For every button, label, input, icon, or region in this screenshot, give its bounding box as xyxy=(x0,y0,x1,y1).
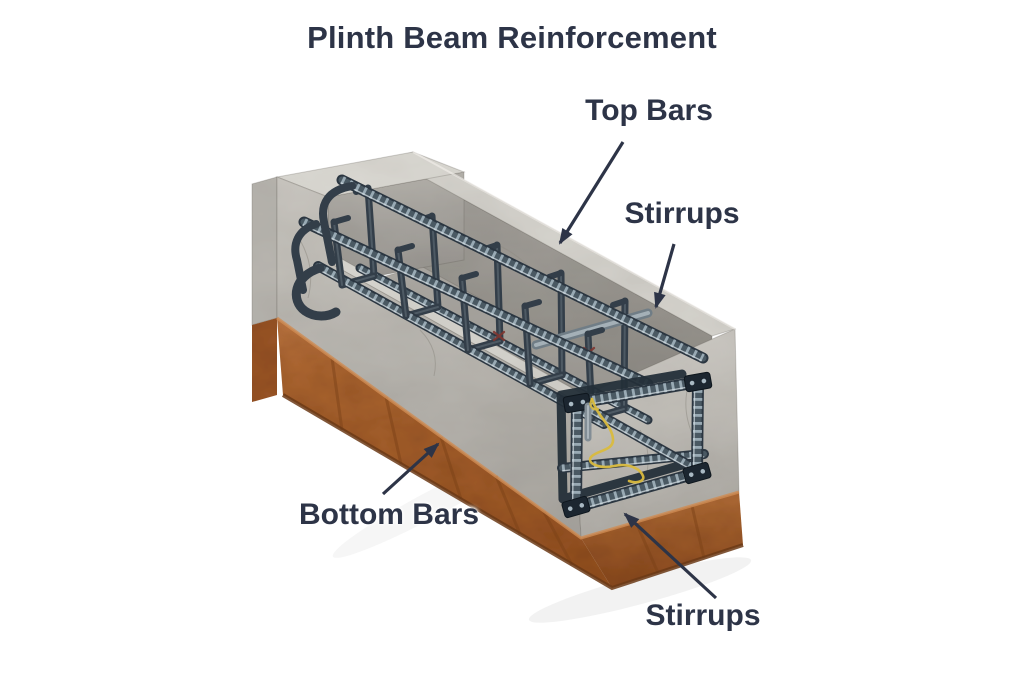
left-hook-bend xyxy=(319,182,356,266)
end-frame-top-bar xyxy=(577,384,699,408)
end-frame-left-leg xyxy=(571,402,582,508)
left-hook-bend xyxy=(291,220,320,294)
tie-wire xyxy=(588,397,645,484)
label-stirrups-lower: Stirrups xyxy=(645,599,761,632)
arrow-stirrups-lower xyxy=(623,512,718,600)
stirrup-far-leg xyxy=(367,187,375,277)
top-bar-near xyxy=(300,218,652,388)
bottom-bar-near xyxy=(316,267,603,428)
end-frame-bottom-bar xyxy=(576,475,699,511)
arrow-top-bars xyxy=(558,141,625,245)
bolt-dot xyxy=(568,401,574,407)
stirrup-corner-plate xyxy=(682,461,712,485)
label-bottom-bars: Bottom Bars xyxy=(298,498,480,531)
stirrup-near-leg xyxy=(524,305,531,385)
label-stirrups-upper: Stirrups xyxy=(624,197,740,230)
stirrup-corner-plate xyxy=(562,392,592,414)
brick-end-face xyxy=(581,492,743,588)
stirrup-far-leg xyxy=(431,215,439,308)
stirrup-hook xyxy=(610,298,628,308)
callout-arrows xyxy=(381,141,718,600)
bolt-dot xyxy=(579,503,585,508)
end-frame-left-leg xyxy=(571,402,575,507)
stirrup-hook xyxy=(585,327,605,337)
brick-base xyxy=(252,318,743,588)
top-bar-far xyxy=(340,182,702,362)
end-frame-right-leg xyxy=(692,381,696,473)
stirrup-corner-plate xyxy=(683,371,713,393)
end-frame-top-bar xyxy=(573,378,702,407)
bottom-bar-near xyxy=(316,262,606,428)
stirrup-hook xyxy=(459,271,479,281)
stirrup-hook xyxy=(395,243,415,253)
ground-shadow xyxy=(528,557,752,623)
diagram-title: Plinth Beam Reinforcement xyxy=(307,20,717,55)
arrow-stirrups-upper xyxy=(654,243,676,309)
bolt-dot xyxy=(567,506,573,511)
bolt-dot xyxy=(689,380,695,386)
end-frame-back xyxy=(556,369,687,504)
stirrup-corner-plate xyxy=(561,495,591,519)
brick-edges xyxy=(276,316,744,591)
stirrup-hook xyxy=(522,299,542,309)
bolt-dot xyxy=(688,472,694,477)
brick-near-face xyxy=(277,318,612,588)
stirrup-corner-plate xyxy=(562,392,592,414)
concrete-left-end-strip xyxy=(251,176,278,326)
end-frame-diagonal xyxy=(582,407,693,472)
bolt-dot xyxy=(580,399,586,405)
tie-wire xyxy=(589,397,600,411)
bolt-dot xyxy=(701,378,707,384)
end-frame-diagonal xyxy=(582,402,696,472)
left-hook-bend xyxy=(291,263,341,321)
top-bar-near xyxy=(302,224,647,388)
arrow-bottom-bars xyxy=(381,442,440,496)
end-frame-right-leg xyxy=(693,378,702,477)
brick-left-end-strip xyxy=(252,318,277,402)
stirrup-hook xyxy=(331,215,351,225)
stirrup-hook xyxy=(546,270,564,280)
binding-tie xyxy=(492,330,506,342)
stirrup-near-leg xyxy=(461,277,469,351)
stirrup-corner-plate xyxy=(561,495,591,519)
bolt-dot xyxy=(700,469,706,474)
end-stirrup-frame xyxy=(556,369,713,519)
stirrup-corner-plate xyxy=(683,371,713,393)
top-bar-far xyxy=(340,176,705,362)
end-frame-bottom-bar xyxy=(574,468,699,512)
label-top-bars: Top Bars xyxy=(585,94,713,127)
rim-edge-highlight xyxy=(412,151,736,330)
brick-joints xyxy=(330,357,706,574)
stirrup-corner-plate xyxy=(682,461,712,485)
rebar-cage-front xyxy=(291,174,709,429)
